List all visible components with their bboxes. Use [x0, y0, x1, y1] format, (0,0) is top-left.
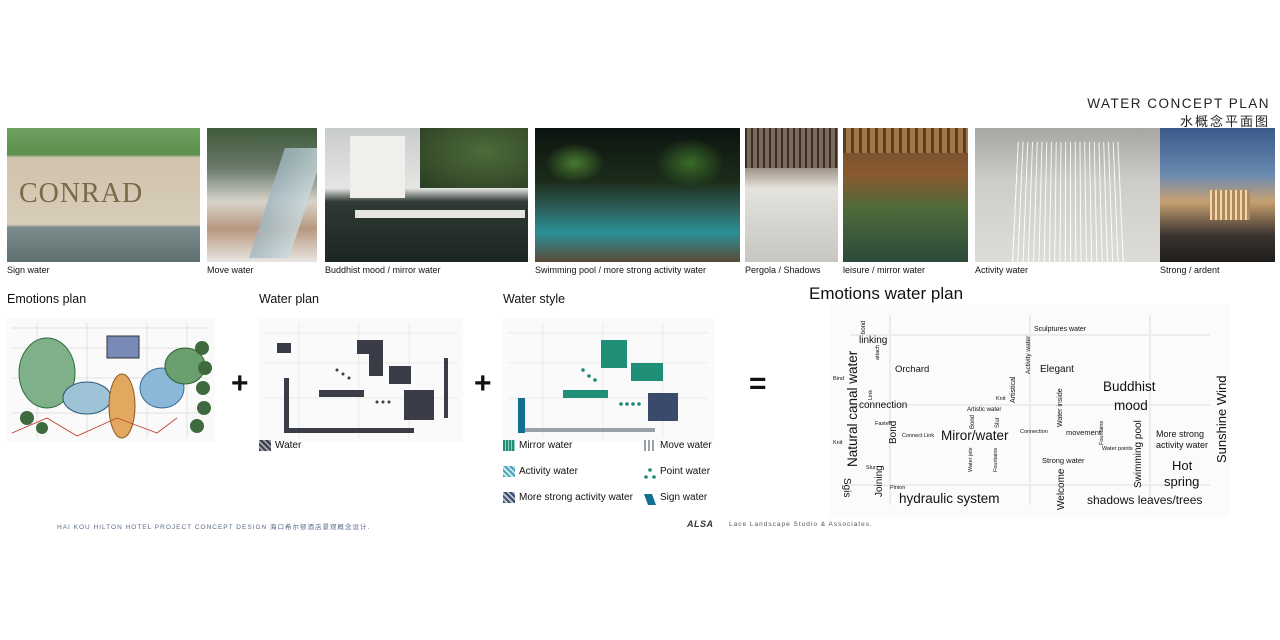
- legend-sign-water: Sign water: [660, 492, 708, 503]
- word-spring: spring: [1164, 474, 1200, 489]
- photo-caption: Pergola / Shadows: [745, 265, 821, 275]
- word-fasten: Fasten: [875, 421, 892, 427]
- section-emotions-plan: Emotions plan: [7, 292, 87, 306]
- legend-strong-activity-water-swatch: [503, 492, 515, 503]
- legend-sign-water-swatch: [644, 492, 656, 505]
- photo-caption: Swimming pool / more strong activity wat…: [535, 265, 707, 275]
- word-connection-small: Connection: [1020, 429, 1048, 435]
- legend-activity-water-swatch: [503, 466, 515, 477]
- word-welcome: Welcome: [1056, 468, 1067, 511]
- photo-leisure-mirror-water: [843, 128, 968, 262]
- equals-operator: =: [749, 367, 767, 400]
- word-water-inside: Water inside: [1057, 388, 1064, 427]
- word-sgis: Sgis: [841, 478, 852, 498]
- page-title-chinese: 水概念平面图: [1179, 114, 1270, 129]
- legend-move-water-swatch: [644, 440, 656, 451]
- word-natural-canal-water: Natural canal water: [845, 350, 860, 467]
- photo-swimming-pool: [535, 128, 740, 262]
- photo-caption: Buddhist mood / mirror water: [325, 265, 441, 275]
- word-slur: Slur: [866, 465, 876, 471]
- water-plan-map: [259, 318, 463, 442]
- water-style-map: [503, 318, 715, 442]
- word-connection: connection: [859, 400, 908, 411]
- photo-pergola: [745, 128, 838, 262]
- legend-activity-water: Activity water: [519, 466, 578, 477]
- word-bond: Bond: [888, 420, 899, 444]
- emotions-plan-map: [7, 318, 215, 442]
- word-water-points: Water points: [1102, 446, 1133, 452]
- legend-mirror-water: Mirror water: [519, 440, 573, 451]
- word-attach: attach: [875, 345, 881, 360]
- footer-project-title: HAI KOU HILTON HOTEL PROJECT CONCEPT DES…: [57, 524, 371, 531]
- word-more-strong: More strong: [1156, 429, 1205, 439]
- word-link: Link: [868, 389, 874, 400]
- section-water-style: Water style: [503, 292, 566, 306]
- photo-caption: leisure / mirror water: [843, 265, 926, 275]
- word-artistic-water: Artistic water: [967, 407, 1002, 413]
- word-bond-2: Bond: [970, 414, 976, 429]
- legend-point-water: Point water: [660, 466, 711, 477]
- photo-buddhist-mirror-water: [325, 128, 528, 262]
- word-hydraulic-system: hydraulic system: [899, 491, 1000, 506]
- word-linking: linking: [859, 335, 888, 346]
- emotions-word-cloud: [830, 305, 1230, 517]
- sign-lettering: CONRAD: [19, 178, 144, 209]
- photo-caption: Move water: [207, 265, 254, 275]
- word-elegant: Elegant: [1040, 364, 1074, 375]
- word-shadows-leaves-trees: shadows leaves/trees: [1087, 493, 1203, 507]
- word-connect-link: Connect Link: [902, 433, 935, 439]
- photo-sign-water: CONRAD: [7, 128, 200, 262]
- word-swimming-pool: Swimming pool: [1133, 420, 1144, 488]
- legend-water-label: Water: [275, 440, 302, 451]
- word-fountains: Fountains: [993, 447, 999, 472]
- plus-operator: +: [231, 367, 249, 400]
- word-orchard: Orchard: [895, 364, 930, 375]
- legend-strong-activity-water: More strong activity water: [519, 492, 633, 503]
- legend-mirror-water-swatch: [503, 440, 515, 451]
- legend-water-swatch: [259, 440, 271, 451]
- word-pinion: Pinion: [890, 485, 906, 491]
- section-water-plan: Water plan: [259, 292, 319, 306]
- plus-operator: +: [474, 367, 492, 400]
- footer-logo: ALSA: [687, 519, 714, 529]
- photo-caption: Strong / ardent: [1160, 265, 1220, 275]
- legend-move-water: Move water: [660, 440, 712, 451]
- word-water-jets: Water jets: [968, 447, 974, 472]
- word-sunshine-wind: Sunshine Wind: [1214, 375, 1229, 463]
- page-title: WATER CONCEPT PLAN: [1087, 96, 1270, 111]
- photo-caption: Activity water: [975, 265, 1029, 275]
- word-bind: Bind: [833, 376, 845, 382]
- photo-activity-water: [975, 128, 1168, 262]
- word-activity-water: Activity water: [1025, 335, 1032, 374]
- word-activity-water-2: activity water: [1156, 440, 1209, 450]
- word-buddhist: Buddhist: [1103, 379, 1156, 394]
- photo-caption: Sign water: [7, 265, 50, 275]
- section-emotions-water-plan: Emotions water plan: [809, 284, 964, 303]
- word-knit-2: Knit: [996, 396, 1006, 402]
- word-knit: Knit: [833, 440, 843, 446]
- word-strong-water: Strong water: [1042, 456, 1085, 465]
- legend-point-water-swatch: [644, 466, 656, 479]
- word-miror-water: Miror/water: [941, 428, 1009, 443]
- word-hot: Hot: [1172, 458, 1193, 473]
- photo-move-water: [207, 128, 317, 262]
- word-joining: Joining: [874, 465, 885, 497]
- word-fountains-2: Fountains: [1099, 420, 1105, 445]
- photo-strong-ardent: [1160, 128, 1275, 262]
- word-mood: mood: [1114, 398, 1148, 413]
- word-slur-2: Slur: [995, 417, 1001, 428]
- word-sculptures-water: Sculptures water: [1034, 326, 1087, 333]
- word-bond-small: bond: [861, 320, 867, 334]
- word-movement: movement: [1066, 428, 1102, 437]
- footer-studio-name: Lace Landscape Studio & Associates.: [729, 521, 873, 528]
- word-artistical: Artistical: [1010, 376, 1017, 403]
